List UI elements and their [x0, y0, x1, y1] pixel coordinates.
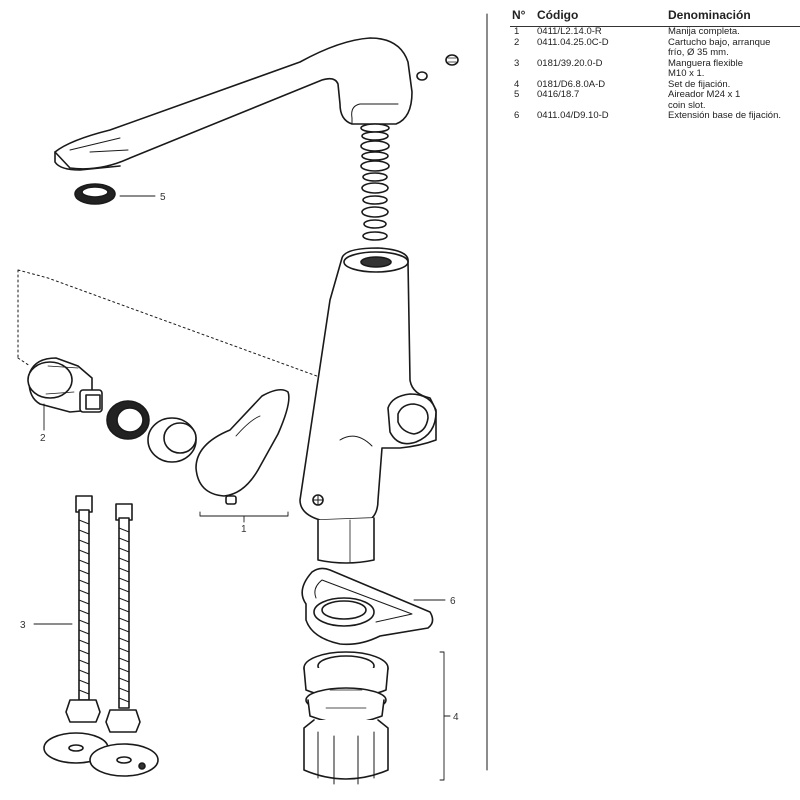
header-number: N°	[512, 8, 526, 22]
cartridge-sleeve	[147, 417, 197, 463]
row-code: 0411.04.25.0C-D	[537, 36, 609, 48]
row-description: Manguera flexible M10 x 1.	[668, 57, 743, 79]
parts-table-header: N° Código Denominación	[510, 8, 800, 27]
callout-1: 1	[241, 524, 247, 535]
cartridge-part	[27, 357, 103, 413]
row-description: Manija completa.	[668, 26, 740, 37]
parts-table: N° Código Denominación 1 0411/L2.14.0-R …	[510, 8, 800, 122]
row-description: Aireador M24 x 1 coin slot.	[668, 89, 741, 111]
assembly-guide-dashed	[17, 269, 411, 411]
flexible-hose-left	[65, 495, 101, 723]
hose-connector-stack	[360, 123, 390, 241]
faucet-body	[299, 247, 437, 564]
row-number: 2	[514, 36, 520, 48]
row-number: 4	[514, 78, 520, 90]
table-row: 6 0411.04/D9.10-D Extensión base de fija…	[510, 110, 800, 122]
aerator-part	[74, 183, 116, 205]
row-code: 0411/L2.14.0-R	[537, 26, 602, 37]
base-extension-part	[301, 567, 434, 646]
table-row: 3 0181/39.20.0-D Manguera flexible M10 x…	[510, 57, 800, 80]
callout-1-bracket	[199, 511, 289, 517]
cartridge-nut	[106, 400, 150, 440]
header-code: Código	[537, 8, 579, 22]
fixing-set-part	[303, 651, 389, 785]
table-row: 5 0416/18.7 Aireador M24 x 1 coin slot.	[510, 89, 800, 111]
header-name: Denominación	[668, 8, 751, 22]
row-number: 1	[514, 26, 520, 37]
spout	[54, 37, 413, 171]
hose-washers	[43, 732, 159, 777]
row-description: Extensión base de fijación.	[668, 110, 782, 121]
row-description: Set de fijación.	[668, 78, 731, 90]
row-code: 0181/D6.8.0A-D	[537, 78, 606, 90]
callout-4-bracket	[439, 651, 445, 781]
table-row: 2 0411.04.25.0C-D Cartucho bajo, arranqu…	[510, 36, 800, 59]
table-row: 4 0181/D6.8.0A-D Set de fijación.	[510, 78, 800, 91]
row-code: 0416/18.7	[537, 89, 580, 100]
callout-5: 5	[160, 192, 166, 203]
lever-handle-part	[195, 388, 290, 505]
row-number: 5	[514, 89, 520, 100]
callout-3: 3	[20, 620, 26, 631]
row-description: Cartucho bajo, arranque frío, Ø 35 mm.	[668, 36, 771, 58]
row-code: 0411.04/D9.10-D	[537, 110, 609, 121]
callout-4: 4	[453, 712, 459, 723]
flexible-hose-right	[105, 503, 141, 733]
spout-screws	[416, 54, 459, 81]
row-number: 6	[514, 110, 520, 121]
table-row: 1 0411/L2.14.0-R Manija completa.	[510, 26, 800, 38]
row-number: 3	[514, 57, 520, 69]
row-code: 0181/39.20.0-D	[537, 57, 603, 69]
callout-2: 2	[40, 433, 46, 444]
callout-6: 6	[450, 596, 456, 607]
